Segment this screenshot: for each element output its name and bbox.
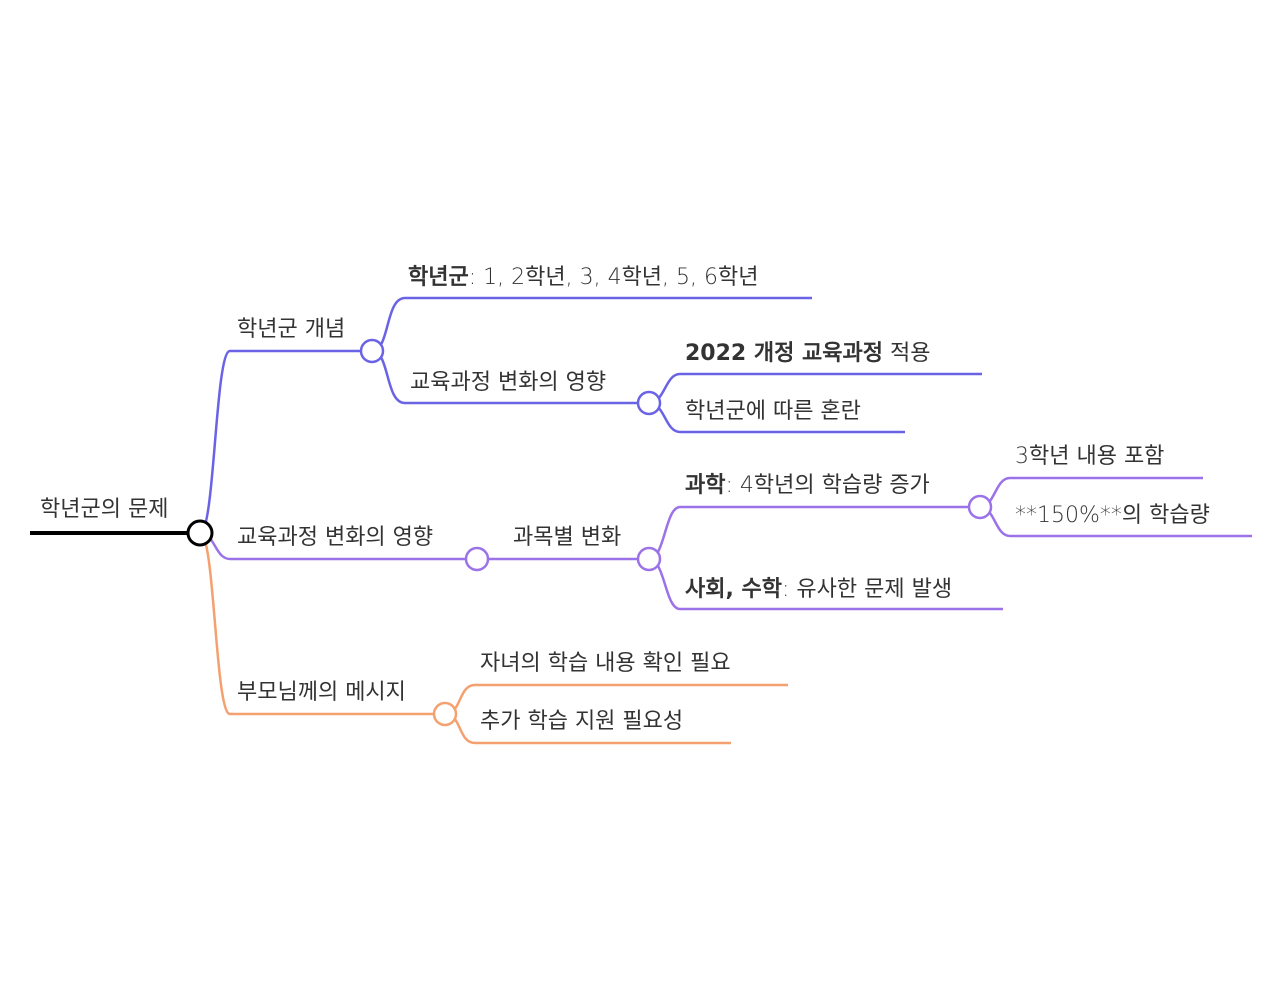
parents-toggle-circle[interactable] (432, 701, 458, 727)
socialmath-rest: : 유사한 문제 발생 (781, 577, 953, 602)
grade3-node-label[interactable]: 3학년 내용 포함 (1015, 442, 1193, 472)
subjects-text: 과목별 변화 (513, 525, 622, 550)
parents-text: 부모님께의 메시지 (237, 680, 406, 705)
check-node-label[interactable]: 자녀의 학습 내용 확인 필요 (480, 649, 777, 679)
curriculum-text: 교육과정 변화의 영향 (410, 370, 607, 395)
curriculum-toggle-circle[interactable] (636, 390, 662, 416)
science-bold: 과학 (685, 473, 726, 498)
root-toggle-circle[interactable] (186, 519, 214, 547)
root-text: 학년군의 문제 (40, 497, 169, 522)
science-node-label[interactable]: 과학: 4학년의 학습량 증가 (685, 471, 971, 501)
gradegroups-rest: : 1, 2학년, 3, 4학년, 5, 6학년 (468, 265, 759, 290)
confusion-node-label[interactable]: 학년군에 따른 혼란 (685, 397, 895, 427)
curriculum-node-label[interactable]: 교육과정 변화의 영향 (410, 368, 640, 398)
revision-bold: 2022 개정 교육과정 (685, 341, 883, 366)
grade3-text: 3학년 내용 포함 (1015, 444, 1165, 469)
edge-root-concept (198, 349, 372, 535)
amount-text: **150%**의 학습량 (1015, 503, 1210, 528)
impact-toggle-circle[interactable] (464, 546, 490, 572)
revision-node-label[interactable]: 2022 개정 교육과정 적용 (685, 339, 972, 369)
socialmath-node-label[interactable]: 사회, 수학: 유사한 문제 발생 (685, 575, 993, 605)
socialmath-bold: 사회, 수학 (685, 577, 782, 602)
check-text: 자녀의 학습 내용 확인 필요 (480, 651, 731, 676)
amount-node-label[interactable]: **150%**의 학습량 (1015, 501, 1243, 531)
root-node-label[interactable]: 학년군의 문제 (40, 495, 192, 525)
confusion-text: 학년군에 따른 혼란 (685, 399, 861, 424)
subjects-node-label[interactable]: 과목별 변화 (513, 523, 641, 553)
support-text: 추가 학습 지원 필요성 (480, 709, 684, 734)
impact-node-label[interactable]: 교육과정 변화의 영향 (237, 523, 470, 553)
gradegroups-node-label[interactable]: 학년군: 1, 2학년, 3, 4학년, 5, 6학년 (408, 263, 812, 293)
support-node-label[interactable]: 추가 학습 지원 필요성 (480, 707, 722, 737)
parents-node-label[interactable]: 부모님께의 메시지 (237, 678, 437, 708)
science-rest: : 4학년의 학습량 증가 (725, 473, 930, 498)
concept-text: 학년군 개념 (237, 317, 346, 342)
science-toggle-circle[interactable] (967, 494, 993, 520)
impact-text: 교육과정 변화의 영향 (237, 525, 434, 550)
subjects-toggle-circle[interactable] (636, 546, 662, 572)
concept-node-label[interactable]: 학년군 개념 (237, 315, 364, 345)
revision-rest: 적용 (883, 341, 931, 366)
gradegroups-bold: 학년군 (408, 265, 469, 290)
edge-subjects-science (648, 505, 980, 561)
concept-toggle-circle[interactable] (359, 338, 385, 364)
